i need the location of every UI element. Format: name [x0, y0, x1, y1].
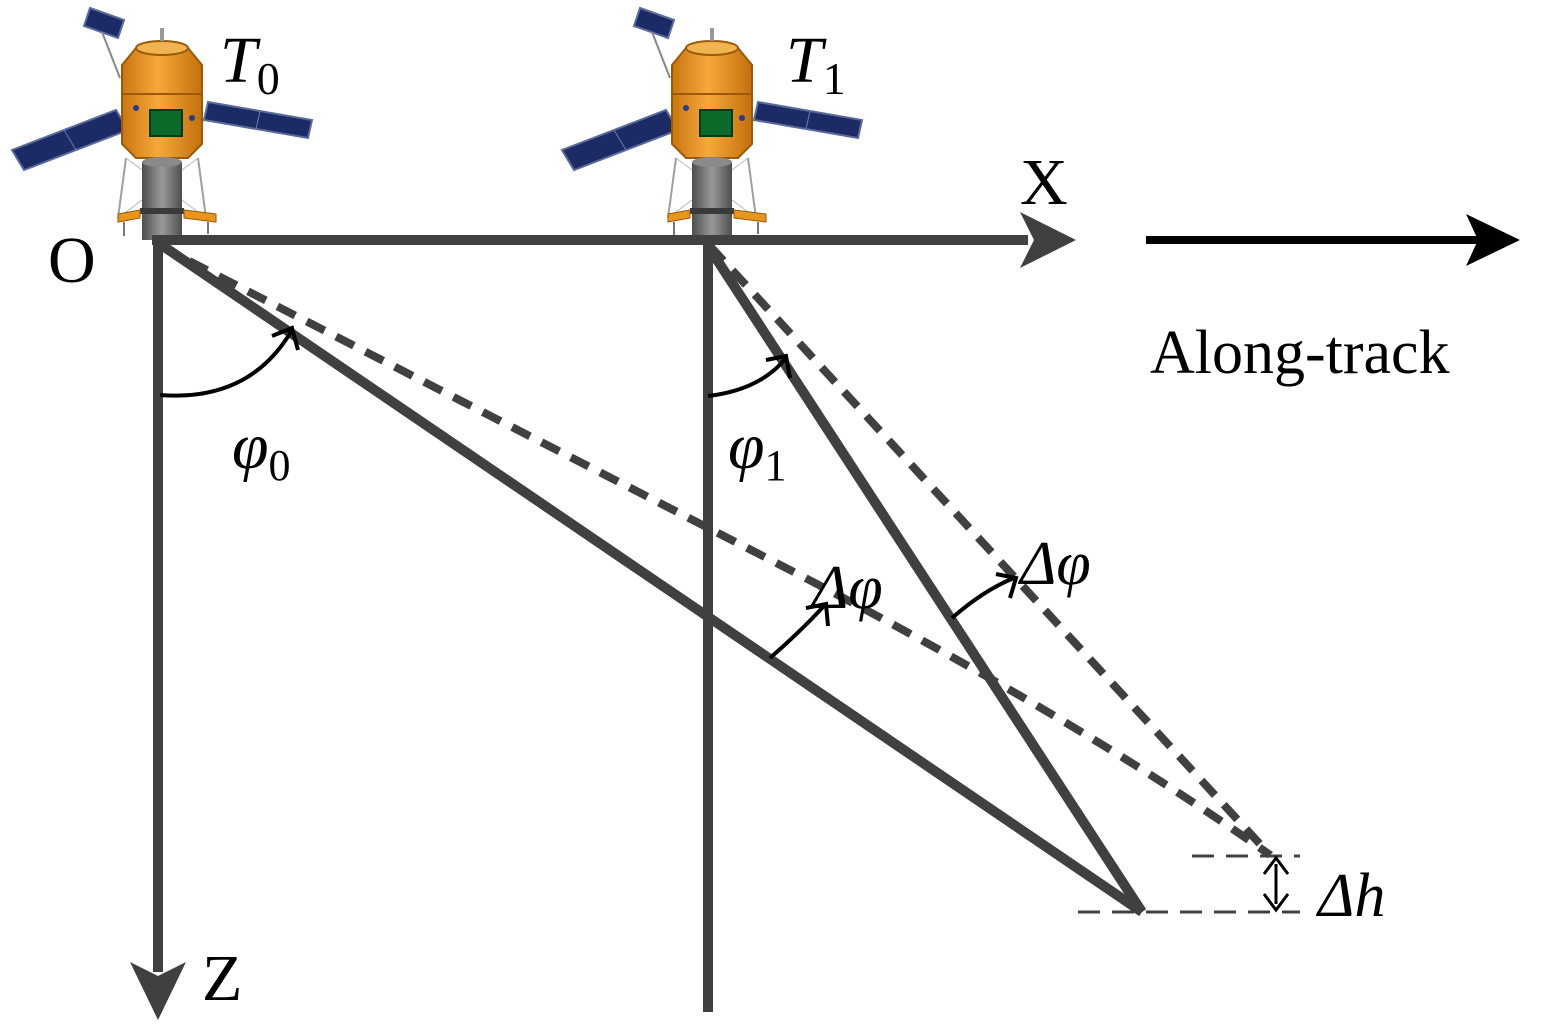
delta-phi-arc-b-head [995, 572, 1019, 599]
x-axis-arrowhead [1020, 212, 1076, 268]
along-track-label: Along-track [1150, 319, 1450, 387]
x-axis-label: X [1020, 146, 1068, 219]
satellite-t0-icon [10, 6, 314, 242]
origin-label: O [48, 224, 96, 297]
delta-h-label: Δh [1315, 862, 1385, 930]
t1-dashed-line-of-sight [707, 243, 1273, 858]
along-track-arrowhead [1466, 214, 1520, 266]
phi1-arc-head [765, 353, 792, 379]
delta-h-double-arrow [1262, 855, 1290, 913]
t0-dashed-line-of-sight [158, 242, 1273, 859]
delta-phi-arc-b [950, 576, 1015, 620]
phi0-arc-head [271, 325, 300, 351]
delta-phi-label-b: Δφ [1017, 530, 1091, 598]
delta-phi-arc-a-head [805, 601, 830, 627]
phi0-angle-arc [159, 328, 294, 398]
delta-phi-label-a: Δφ [809, 554, 883, 622]
delta-phi-arc-a [768, 604, 826, 660]
z-axis-arrowhead [130, 962, 186, 1020]
phi1-label: φ1 [728, 410, 787, 490]
phi0-label: φ0 [232, 410, 291, 490]
t0-solid-line-of-sight [157, 239, 1145, 917]
phi1-angle-arc [707, 356, 788, 398]
t1-label: T1 [786, 24, 846, 104]
t0-label: T0 [220, 24, 280, 104]
z-axis-label: Z [202, 942, 242, 1015]
